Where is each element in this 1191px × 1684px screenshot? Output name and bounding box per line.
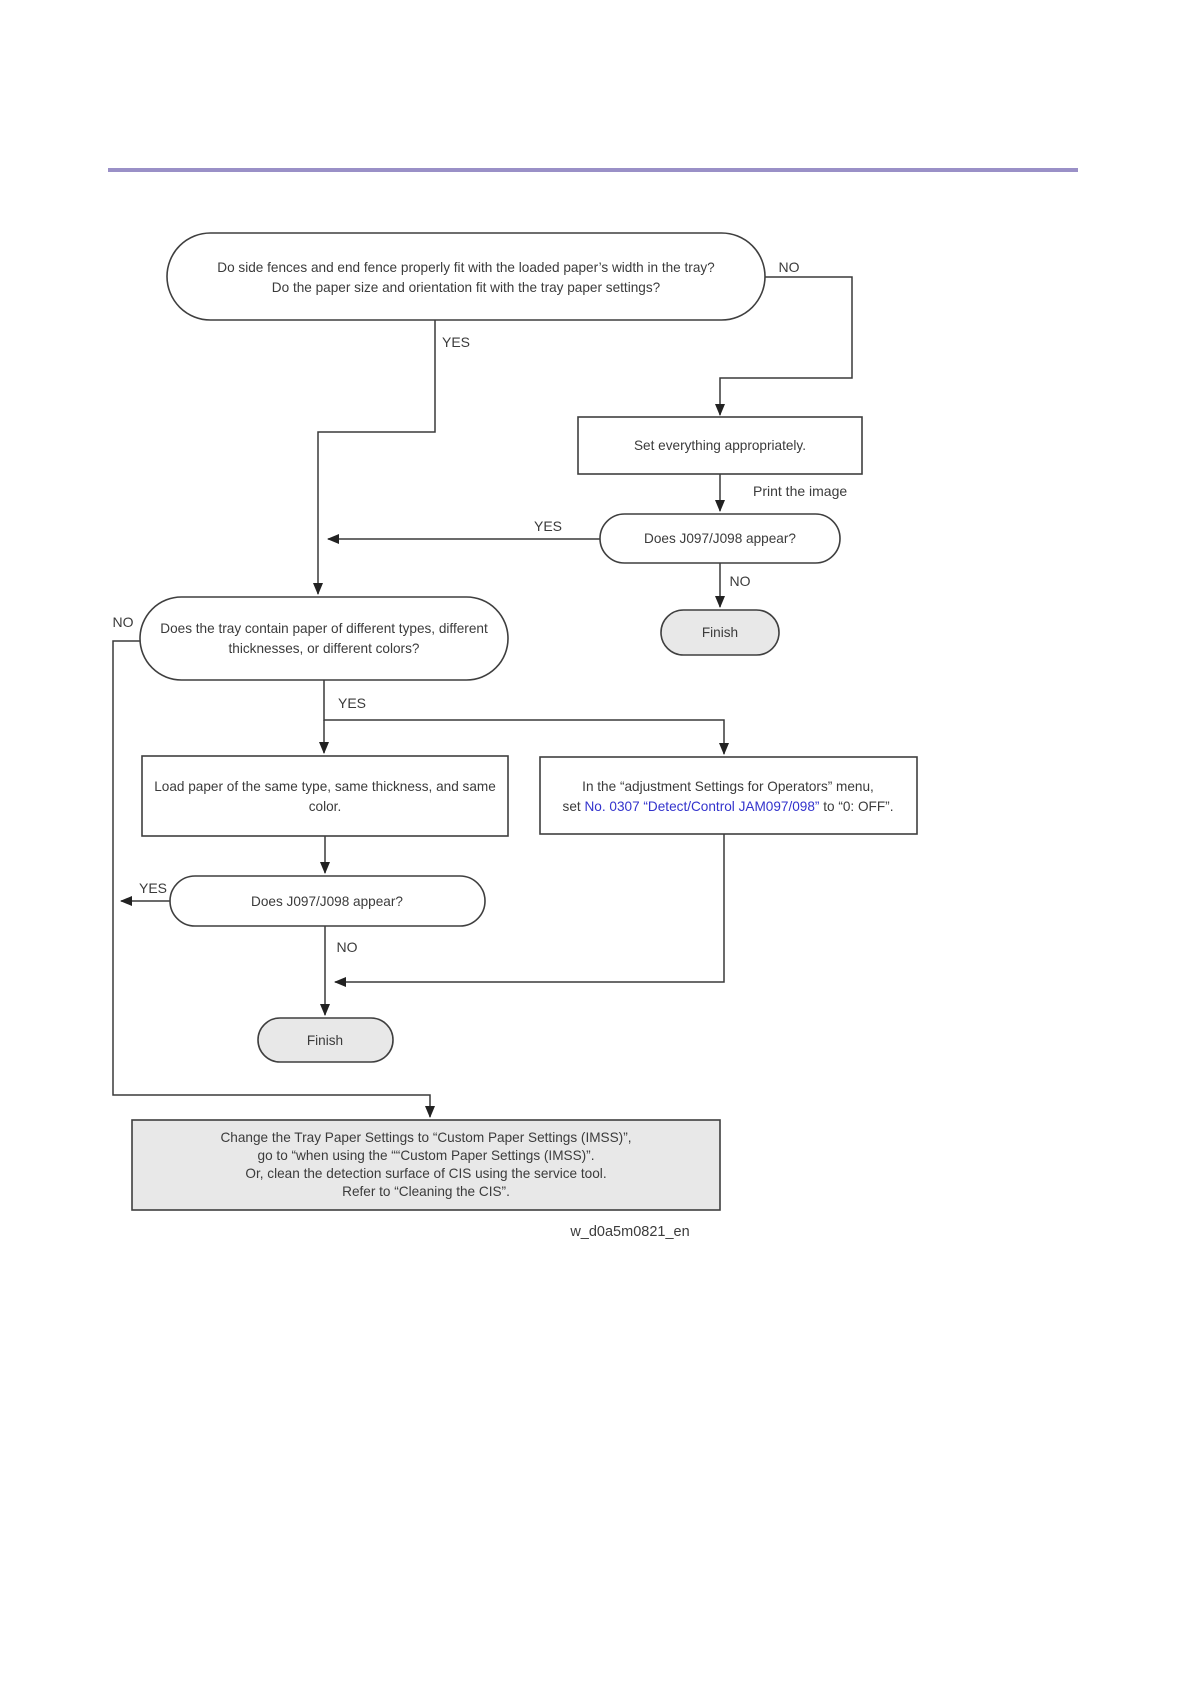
finish-right-shape [660, 609, 780, 656]
question-mixed-paper-line1: Does the tray contain paper of different… [160, 621, 488, 636]
label-no-mixed: NO [113, 614, 134, 630]
node-load-same-paper: Load paper of the same type, same thickn… [141, 755, 509, 837]
node-finish-right: Finish [660, 609, 780, 656]
node-set-everything: Set everything appropriately. [577, 416, 863, 475]
finish-right-text: Finish [702, 625, 738, 640]
adjustment-menu-line2-prefix: set [563, 799, 585, 814]
node-adjustment-menu: In the “adjustment Settings for Operator… [539, 756, 918, 835]
label-yes-jam-right: YES [534, 518, 562, 534]
question-jam-right-text: Does J097/J098 appear? [644, 531, 796, 546]
change-tray-settings-line3: Or, clean the detection surface of CIS u… [245, 1166, 606, 1181]
set-everything-text: Set everything appropriately. [634, 438, 806, 453]
load-same-paper-line1: Load paper of the same type, same thickn… [154, 779, 496, 794]
adjustment-menu-line1: In the “adjustment Settings for Operator… [582, 779, 874, 794]
node-question-fences: Do side fences and end fence properly fi… [166, 232, 766, 321]
label-no-fences: NO [779, 259, 800, 275]
edge-yes-mixed-right [323, 680, 729, 755]
figure-caption: w_d0a5m0821_en [569, 1224, 689, 1240]
change-tray-settings-line4: Refer to “Cleaning the CIS”. [342, 1184, 510, 1199]
question-mixed-paper-shape [139, 596, 509, 681]
node-change-tray-settings: Change the Tray Paper Settings to “Custo… [131, 1119, 721, 1211]
label-no-jam-right: NO [730, 573, 751, 589]
label-yes-jam-left: YES [139, 880, 167, 896]
adjustment-menu-line2: set No. 0307 “Detect/Control JAM097/098”… [563, 799, 894, 814]
adjustment-menu-shape [539, 756, 918, 835]
label-print-image: Print the image [753, 483, 847, 499]
label-yes-fences: YES [442, 334, 470, 350]
load-same-paper-line2: color. [309, 799, 342, 814]
change-tray-settings-line2: go to “when using the ““Custom Paper Set… [258, 1148, 595, 1163]
node-finish-left: Finish [257, 1017, 394, 1063]
node-question-mixed-paper: Does the tray contain paper of different… [139, 596, 509, 681]
question-fences-line2: Do the paper size and orientation fit wi… [272, 280, 661, 295]
adjustment-menu-link[interactable]: No. 0307 “Detect/Control JAM097/098” [584, 799, 819, 814]
question-jam-left-text: Does J097/J098 appear? [251, 894, 403, 909]
edge-no-mixed [112, 640, 435, 1118]
question-fences-shape [166, 232, 766, 321]
load-same-paper-shape [141, 755, 509, 837]
question-mixed-paper-line2: thicknesses, or different colors? [229, 641, 420, 656]
question-fences-line1: Do side fences and end fence properly fi… [217, 260, 715, 275]
label-yes-mixed: YES [338, 695, 366, 711]
node-question-jam-left: Does J097/J098 appear? [169, 875, 486, 927]
question-jam-right-shape [599, 513, 841, 564]
edge-no-fences [715, 276, 853, 416]
edge-yes-fences [313, 320, 436, 595]
finish-left-shape [257, 1017, 394, 1063]
edge-adjustment-join [334, 834, 725, 987]
node-question-jam-right: Does J097/J098 appear? [599, 513, 841, 564]
label-no-jam-left: NO [337, 939, 358, 955]
adjustment-menu-line2-suffix: to “0: OFF”. [819, 799, 893, 814]
question-jam-left-shape [169, 875, 486, 927]
change-tray-settings-line1: Change the Tray Paper Settings to “Custo… [220, 1130, 631, 1145]
set-everything-shape [577, 416, 863, 475]
finish-left-text: Finish [307, 1033, 343, 1048]
change-tray-settings-shape [131, 1119, 721, 1211]
